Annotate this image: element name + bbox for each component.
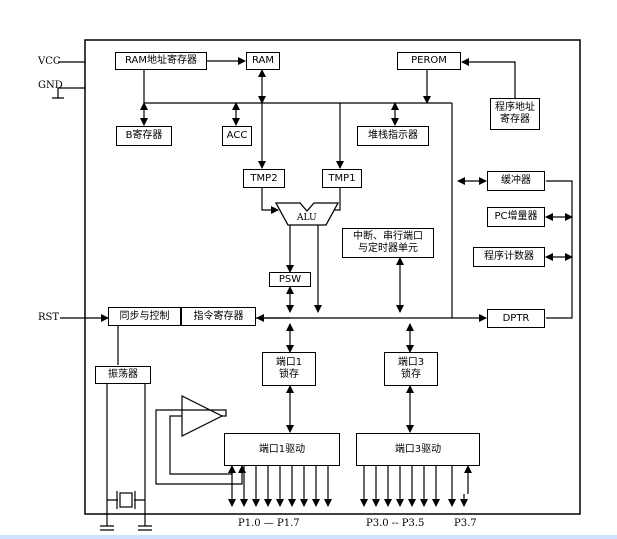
alu-label: ALU (297, 213, 317, 223)
cap-right (138, 516, 152, 531)
p3-range-label: P3.0 -- P3.5 (366, 518, 425, 529)
bottom-strip (0, 535, 617, 539)
pc-incrementer: PC增量器 (487, 207, 545, 227)
amp-feedback (155, 409, 246, 485)
rst-label: RST (38, 312, 60, 323)
stack-pointer: 堆栈指示器 (357, 126, 429, 146)
port1-pins (228, 466, 332, 507)
tmp2-to-alu (261, 188, 279, 214)
program-address-register: 程序地址 寄存器 (490, 98, 540, 130)
gnd-label: GND (38, 80, 63, 91)
tmp1-register: TMP1 (322, 169, 362, 188)
ram-block: RAM (246, 52, 280, 70)
port3-latch: 端口3 锁存 (384, 352, 438, 386)
alu-shape (274, 202, 340, 226)
p3-7-label: P3.7 (454, 518, 477, 529)
perom-block: PEROM (397, 52, 461, 70)
port1-driver: 端口1驱动 (224, 433, 340, 466)
vcc-label: VCC (38, 56, 61, 67)
right-link (546, 180, 573, 319)
program-counter: 程序计数器 (473, 247, 545, 267)
buffer-block: 缓冲器 (487, 171, 545, 191)
crystal (119, 492, 133, 508)
chip-outline (84, 39, 581, 515)
sync-control-block: 同步与控制 (108, 307, 181, 326)
acc-register: ACC (222, 126, 252, 146)
psw-register: PSW (269, 272, 311, 287)
b-register: B寄存器 (116, 126, 172, 146)
gnd-wire (52, 87, 85, 99)
interrupt-serial-timer-unit: 中断、串行端口 与定时器单元 (342, 228, 434, 258)
crystal-plates (116, 491, 136, 509)
p1-range-label: P1.0 — P1.7 (238, 518, 300, 529)
dptr-register: DPTR (487, 309, 545, 328)
tmp2-register: TMP2 (243, 169, 285, 188)
amp-triangle (181, 395, 224, 437)
oscillator-block: 振荡器 (95, 366, 151, 384)
instruction-register: 指令寄存器 (181, 307, 256, 326)
ram-address-register: RAM地址寄存器 (115, 52, 207, 70)
amp-loop (169, 415, 236, 475)
cap-left (100, 516, 114, 531)
port3-driver: 端口3驱动 (356, 433, 480, 466)
port1-latch: 端口1 锁存 (262, 352, 316, 386)
port3-pins (360, 466, 468, 507)
progaddr-to-perom (461, 58, 516, 98)
